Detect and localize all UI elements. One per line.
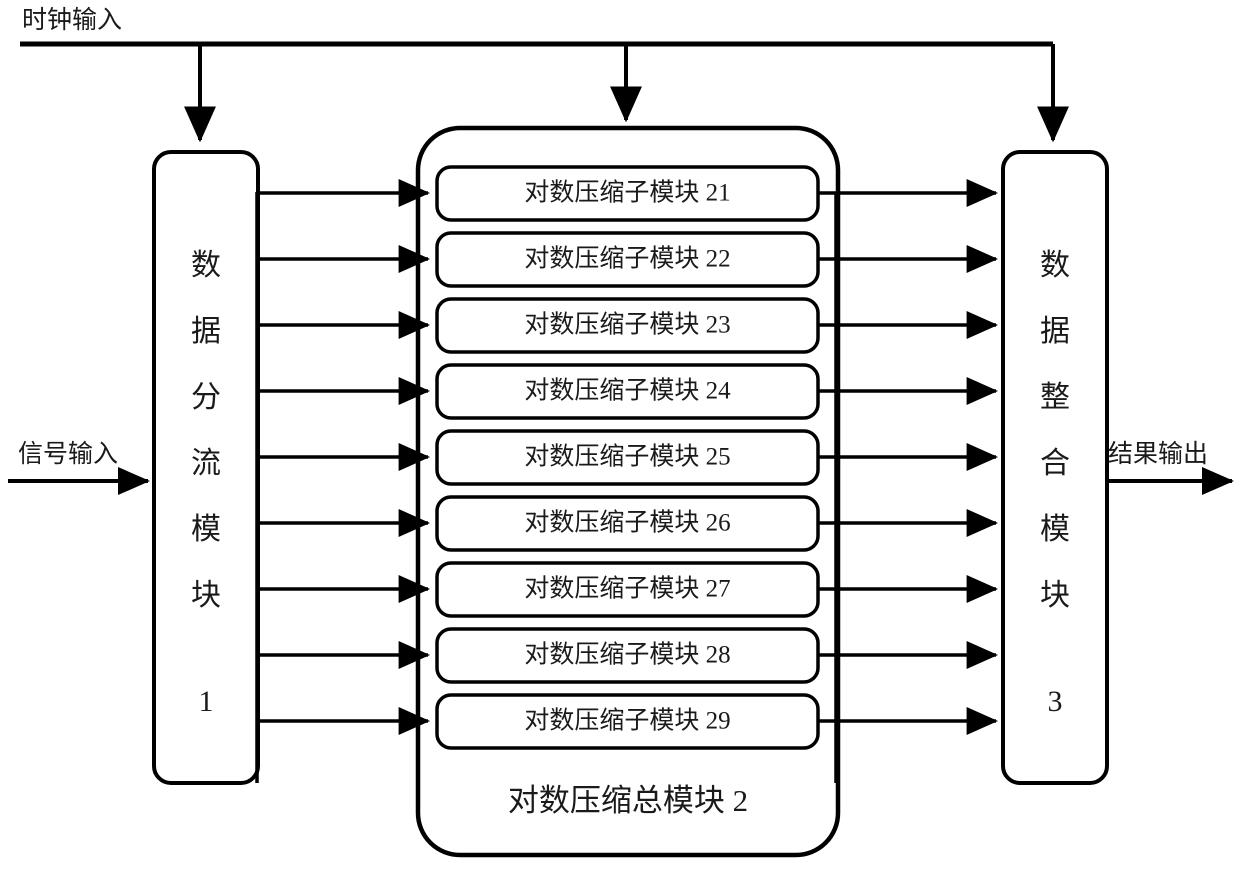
submodule-row: 对数压缩子模块 25 bbox=[257, 429, 999, 486]
submodule-27-label: 对数压缩子模块 27 bbox=[524, 575, 730, 603]
data-integration-module[interactable] bbox=[1001, 150, 1109, 785]
submodule-row: 对数压缩子模块 26 bbox=[257, 495, 999, 552]
submodule-21-label: 对数压缩子模块 21 bbox=[524, 179, 730, 207]
result-output-label: 结果输出 bbox=[1108, 440, 1208, 468]
submodule-row: 对数压缩子模块 21 bbox=[257, 165, 999, 222]
right-module-char-0: 数 bbox=[1040, 249, 1070, 282]
data-split-module-label: 数 据 分 流 模 块 1 bbox=[191, 249, 221, 718]
right-module-char-3: 合 bbox=[1040, 447, 1070, 480]
submodule-29-label: 对数压缩子模块 29 bbox=[524, 707, 730, 735]
right-module-char-5: 块 bbox=[1040, 579, 1070, 612]
submodule-row: 对数压缩子模块 29 bbox=[257, 693, 999, 750]
submodule-25-label: 对数压缩子模块 25 bbox=[524, 443, 730, 471]
submodule-26-label: 对数压缩子模块 26 bbox=[524, 509, 730, 537]
right-module-char-2: 整 bbox=[1040, 381, 1070, 414]
right-module-number: 3 bbox=[1048, 685, 1063, 718]
left-module-char-1: 据 bbox=[191, 315, 221, 348]
left-module-char-4: 模 bbox=[191, 513, 221, 546]
left-module-char-0: 数 bbox=[191, 249, 221, 282]
submodule-row: 对数压缩子模块 23 bbox=[257, 297, 999, 354]
container-label: 对数压缩总模块 2 bbox=[508, 783, 748, 818]
submodule-28-label: 对数压缩子模块 28 bbox=[524, 641, 730, 669]
submodule-row: 对数压缩子模块 24 bbox=[257, 363, 999, 420]
signal-input-label: 信号输入 bbox=[18, 440, 118, 468]
submodule-row: 对数压缩子模块 28 bbox=[257, 627, 999, 684]
submodule-row: 对数压缩子模块 22 bbox=[257, 231, 999, 288]
right-module-char-1: 据 bbox=[1040, 315, 1070, 348]
submodule-24-label: 对数压缩子模块 24 bbox=[524, 377, 731, 405]
clock-input-label: 时钟输入 bbox=[22, 6, 122, 34]
submodule-22-label: 对数压缩子模块 22 bbox=[524, 245, 730, 273]
right-module-char-4: 模 bbox=[1040, 513, 1070, 546]
submodule-23-label: 对数压缩子模块 23 bbox=[524, 311, 730, 339]
data-integration-module-label: 数 据 整 合 模 块 3 bbox=[1040, 249, 1070, 718]
submodule-row: 对数压缩子模块 27 bbox=[257, 561, 999, 618]
left-module-char-3: 流 bbox=[191, 447, 221, 480]
left-module-char-2: 分 bbox=[191, 381, 221, 414]
left-module-number: 1 bbox=[199, 685, 214, 718]
left-module-char-5: 块 bbox=[191, 579, 221, 612]
submodule-rows: 对数压缩子模块 21 对数压缩子模块 22 对数压缩子模块 23 bbox=[257, 165, 999, 750]
